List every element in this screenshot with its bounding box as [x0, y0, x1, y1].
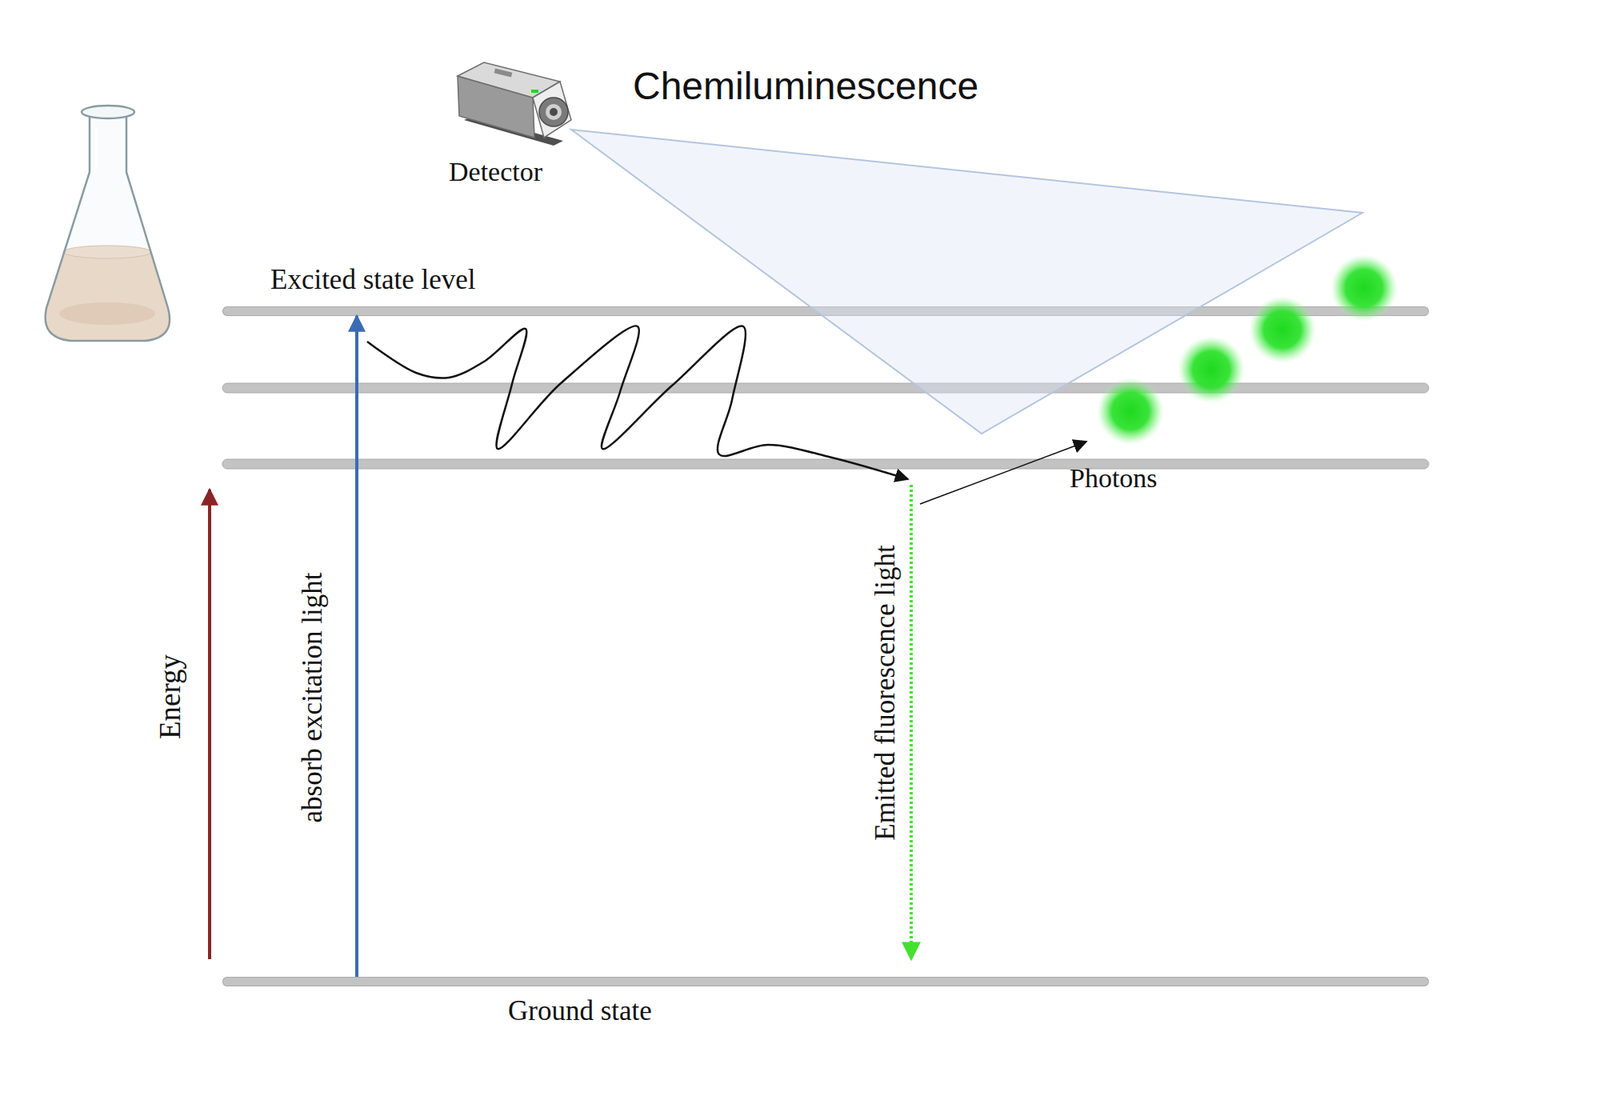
level-label: Ground state: [508, 996, 652, 1025]
axis-label: Energy: [155, 654, 185, 740]
detector-led: [531, 89, 539, 93]
photon-arrow: [920, 441, 1087, 504]
flask-rim: [81, 105, 135, 119]
photon-label: Photons: [1069, 464, 1158, 492]
detector-icon: [457, 62, 572, 146]
energy-axis-arrow: [208, 489, 212, 960]
emission-arrow: [909, 484, 913, 960]
emission-label: Emitted fluorescence light: [871, 544, 900, 840]
detector-lens-ring: [545, 104, 562, 120]
flask-glass: [45, 116, 170, 341]
glass-highlight: [94, 128, 98, 170]
energy-level: Ground state: [222, 976, 1429, 1033]
edge-label: absorb excitation light: [298, 572, 327, 824]
diagram-title: Chemiluminescence: [632, 67, 979, 106]
detector-lens: [539, 97, 568, 127]
energy-level-bar: [222, 976, 1429, 987]
relaxation-squiggle: [367, 325, 908, 480]
detector-label: Detector: [448, 158, 543, 186]
photon-dot: [1330, 254, 1398, 322]
flask-icon: [45, 105, 170, 341]
detector-front: [532, 81, 572, 138]
detector-lens-core: [549, 108, 558, 116]
detector-vent: [494, 68, 513, 77]
energy-level-bar: [222, 459, 1429, 469]
energy-level-bar: [222, 383, 1429, 393]
relaxation-layer: [367, 325, 908, 480]
photon-dot: [1248, 296, 1316, 364]
photon-dots: [1096, 254, 1398, 445]
level-label: Excited state level: [270, 265, 476, 294]
detection-cone: [571, 129, 1363, 434]
excitation-arrow: [355, 316, 359, 977]
photon-dot: [1096, 377, 1164, 445]
photon-dot: [1177, 336, 1245, 404]
